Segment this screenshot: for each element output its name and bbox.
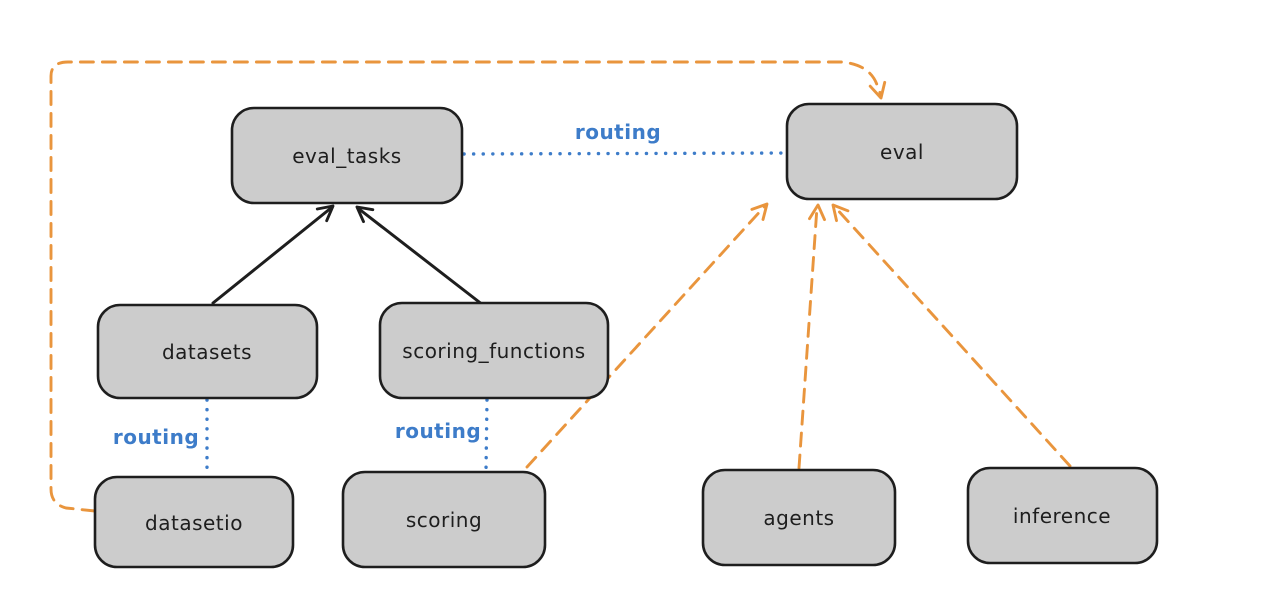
node-datasets-box xyxy=(96,303,319,400)
node-datasets: datasets xyxy=(96,303,319,400)
node-eval-label: eval xyxy=(880,140,924,164)
node-inference-label: inference xyxy=(1013,504,1111,528)
routing-label-scoring-functions-scoring: routing xyxy=(395,419,481,443)
routing-label-eval-tasks-eval: routing xyxy=(575,120,661,144)
node-scoring-functions-box xyxy=(378,301,610,400)
edge-scoring-functions-to-eval-tasks-arrowhead xyxy=(355,205,375,224)
edge-datasets-to-eval-tasks-arrowhead xyxy=(315,204,335,223)
node-agents: agents xyxy=(701,468,897,567)
node-eval-tasks-label: eval_tasks xyxy=(292,144,401,168)
node-eval: eval xyxy=(785,102,1019,201)
node-scoring-functions-label: scoring_functions xyxy=(402,339,585,363)
node-datasetio-label: datasetio xyxy=(145,511,243,535)
edge-datasetio-to-eval-arrowhead xyxy=(868,80,887,100)
node-scoring-functions: scoring_functions xyxy=(378,301,610,400)
node-datasetio: datasetio xyxy=(93,475,295,569)
node-agents-label: agents xyxy=(763,506,834,530)
node-scoring: scoring xyxy=(341,470,547,569)
node-inference: inference xyxy=(966,466,1159,565)
edge-scoring-to-eval-arrowhead xyxy=(750,202,769,221)
node-scoring-box xyxy=(341,470,547,569)
node-datasetio-box xyxy=(93,475,295,569)
edge-eval-tasks-to-eval-routing xyxy=(462,151,788,156)
edge-scoring-functions-to-eval-tasks xyxy=(357,207,485,307)
edge-inference-to-eval-arrowhead xyxy=(831,203,850,223)
node-eval-box xyxy=(785,102,1019,201)
node-agents-box xyxy=(701,468,897,567)
node-eval-tasks-box xyxy=(230,106,464,205)
node-eval-tasks: eval_tasks xyxy=(230,106,464,205)
edge-inference-to-eval xyxy=(833,205,1072,468)
edge-agents-to-eval-arrowhead xyxy=(808,203,826,222)
edge-scoring-to-eval xyxy=(525,204,767,469)
node-scoring-label: scoring xyxy=(406,508,482,532)
routing-label-datasets-datasetio: routing xyxy=(113,425,199,449)
node-datasets-label: datasets xyxy=(162,340,252,364)
node-inference-box xyxy=(966,466,1159,565)
edge-datasets-to-eval-tasks xyxy=(211,206,333,305)
edge-agents-to-eval xyxy=(797,205,819,470)
edge-scoring-functions-to-scoring-routing xyxy=(484,398,489,472)
